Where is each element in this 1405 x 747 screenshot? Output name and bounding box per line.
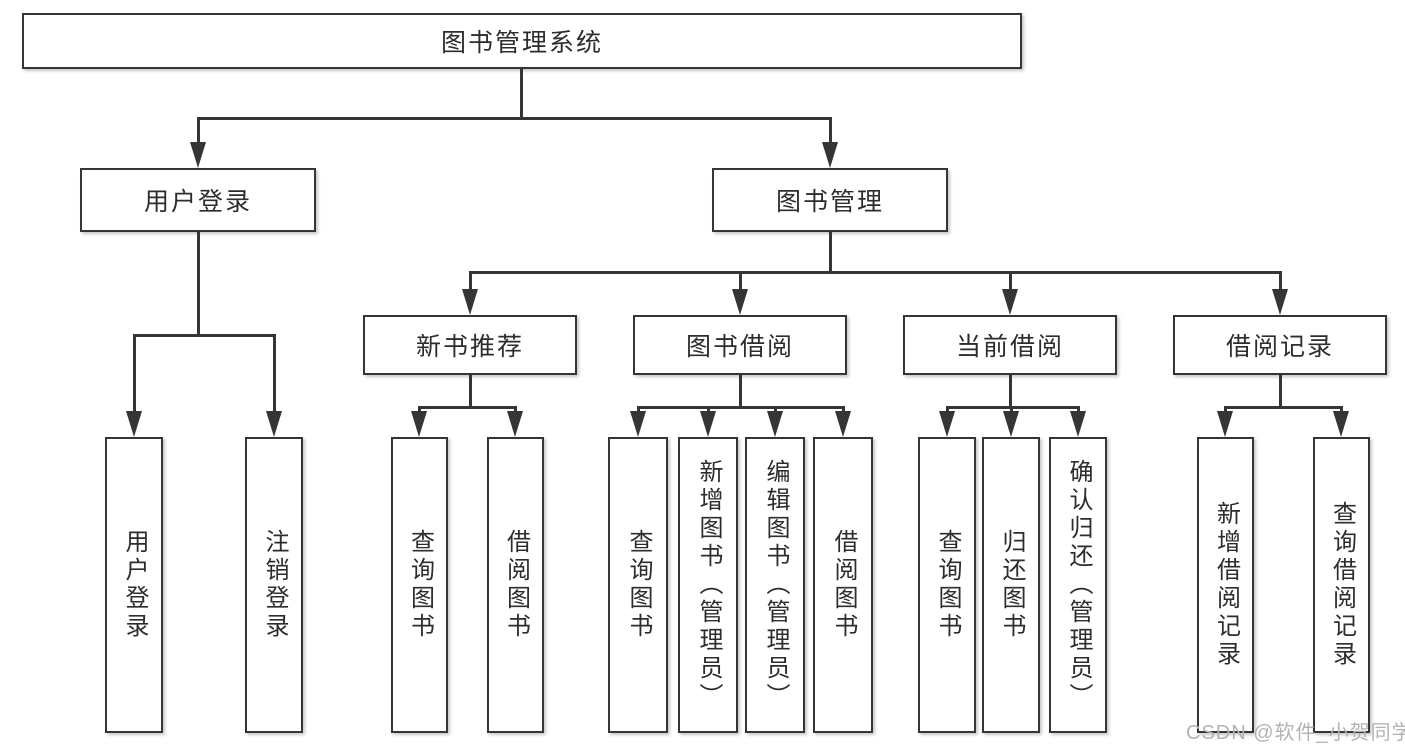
arrow-down-icon — [1217, 411, 1233, 437]
node-book-borrow: 图书借阅 — [633, 315, 847, 375]
csdn-watermark: CSDN @软件_小贺同学 — [1186, 722, 1405, 744]
arrow-down-icon — [767, 411, 783, 437]
connector-section1-stem — [469, 375, 472, 408]
arrow-down-icon — [1003, 411, 1019, 437]
arrow-down-icon — [939, 411, 955, 437]
connector-section4-stem — [1279, 375, 1282, 408]
connector-section1-child1-arm — [418, 406, 421, 414]
node-book-management: 图书管理 — [712, 168, 948, 232]
connector-section2-child4-arm — [842, 406, 845, 414]
connector-user-arm — [197, 117, 200, 144]
arrow-down-icon — [507, 411, 523, 437]
node-new-book-recommend: 新书推荐 — [363, 315, 577, 375]
arrow-down-icon — [190, 142, 206, 168]
arrow-down-icon — [462, 289, 478, 315]
leaf-logout: 注销登录 — [245, 437, 303, 733]
leaf-return-book: 归还图书 — [982, 437, 1040, 733]
connector-section3-child2-arm — [1010, 406, 1013, 414]
connector-section3-child1-arm — [946, 406, 949, 414]
connector-section4-arm — [1279, 271, 1282, 291]
leaf-edit-book-admin: 编辑图书（管理员） — [745, 437, 805, 733]
arrow-down-icon — [700, 411, 716, 437]
arrow-down-icon — [1272, 289, 1288, 315]
connector-book-arm — [829, 117, 832, 144]
connector-section2-split — [637, 406, 845, 409]
connector-section2-child2-arm — [707, 406, 710, 414]
connector-section4-child1-arm — [1224, 406, 1227, 414]
connector-book-split — [469, 271, 1282, 274]
connector-section3-stem — [1009, 375, 1012, 408]
leaf-borrow-book-recommend: 借阅图书 — [487, 437, 544, 733]
connector-section2-arm — [739, 271, 742, 291]
connector-section2-child3-arm — [774, 406, 777, 414]
connector-section4-child2-arm — [1340, 406, 1343, 414]
leaf-query-book-recommend: 查询图书 — [391, 437, 448, 733]
leaf-add-book-admin: 新增图书（管理员） — [678, 437, 738, 733]
arrow-down-icon — [835, 411, 851, 437]
leaf-borrow-book: 借阅图书 — [813, 437, 873, 733]
connector-section1-child2-arm — [514, 406, 517, 414]
node-current-borrow: 当前借阅 — [903, 315, 1117, 375]
leaf-query-current-borrow: 查询图书 — [918, 437, 976, 733]
connector-user-child2-arm — [273, 334, 276, 412]
node-user-login-branch: 用户登录 — [80, 168, 316, 232]
connector-user-split — [133, 334, 276, 337]
arrow-down-icon — [266, 411, 282, 437]
leaf-confirm-return-admin: 确认归还（管理员） — [1049, 437, 1107, 733]
arrow-down-icon — [1002, 289, 1018, 315]
connector-section1-arm — [469, 271, 472, 291]
arrow-down-icon — [732, 289, 748, 315]
leaf-query-book-borrow: 查询图书 — [608, 437, 668, 733]
connector-section3-child3-arm — [1077, 406, 1080, 414]
connector-book-stem — [829, 232, 832, 272]
leaf-add-borrow-record: 新增借阅记录 — [1197, 437, 1254, 733]
connector-section4-split — [1224, 406, 1343, 409]
connector-section3-arm — [1009, 271, 1012, 291]
connector-section1-split — [418, 406, 517, 409]
connector-user-stem — [197, 232, 200, 335]
leaf-user-login: 用户登录 — [105, 437, 163, 733]
arrow-down-icon — [1070, 411, 1086, 437]
connector-root-stem — [520, 69, 523, 118]
arrow-down-icon — [126, 411, 142, 437]
arrow-down-icon — [822, 142, 838, 168]
arrow-down-icon — [411, 411, 427, 437]
connector-section2-child1-arm — [637, 406, 640, 414]
leaf-query-borrow-record: 查询借阅记录 — [1313, 437, 1370, 733]
connector-level1-split — [197, 117, 832, 120]
node-borrow-records: 借阅记录 — [1173, 315, 1387, 375]
arrow-down-icon — [630, 411, 646, 437]
connector-section2-stem — [739, 375, 742, 408]
connector-user-child1-arm — [133, 334, 136, 412]
arrow-down-icon — [1333, 411, 1349, 437]
connector-section3-split — [946, 406, 1080, 409]
node-library-system: 图书管理系统 — [22, 13, 1022, 69]
